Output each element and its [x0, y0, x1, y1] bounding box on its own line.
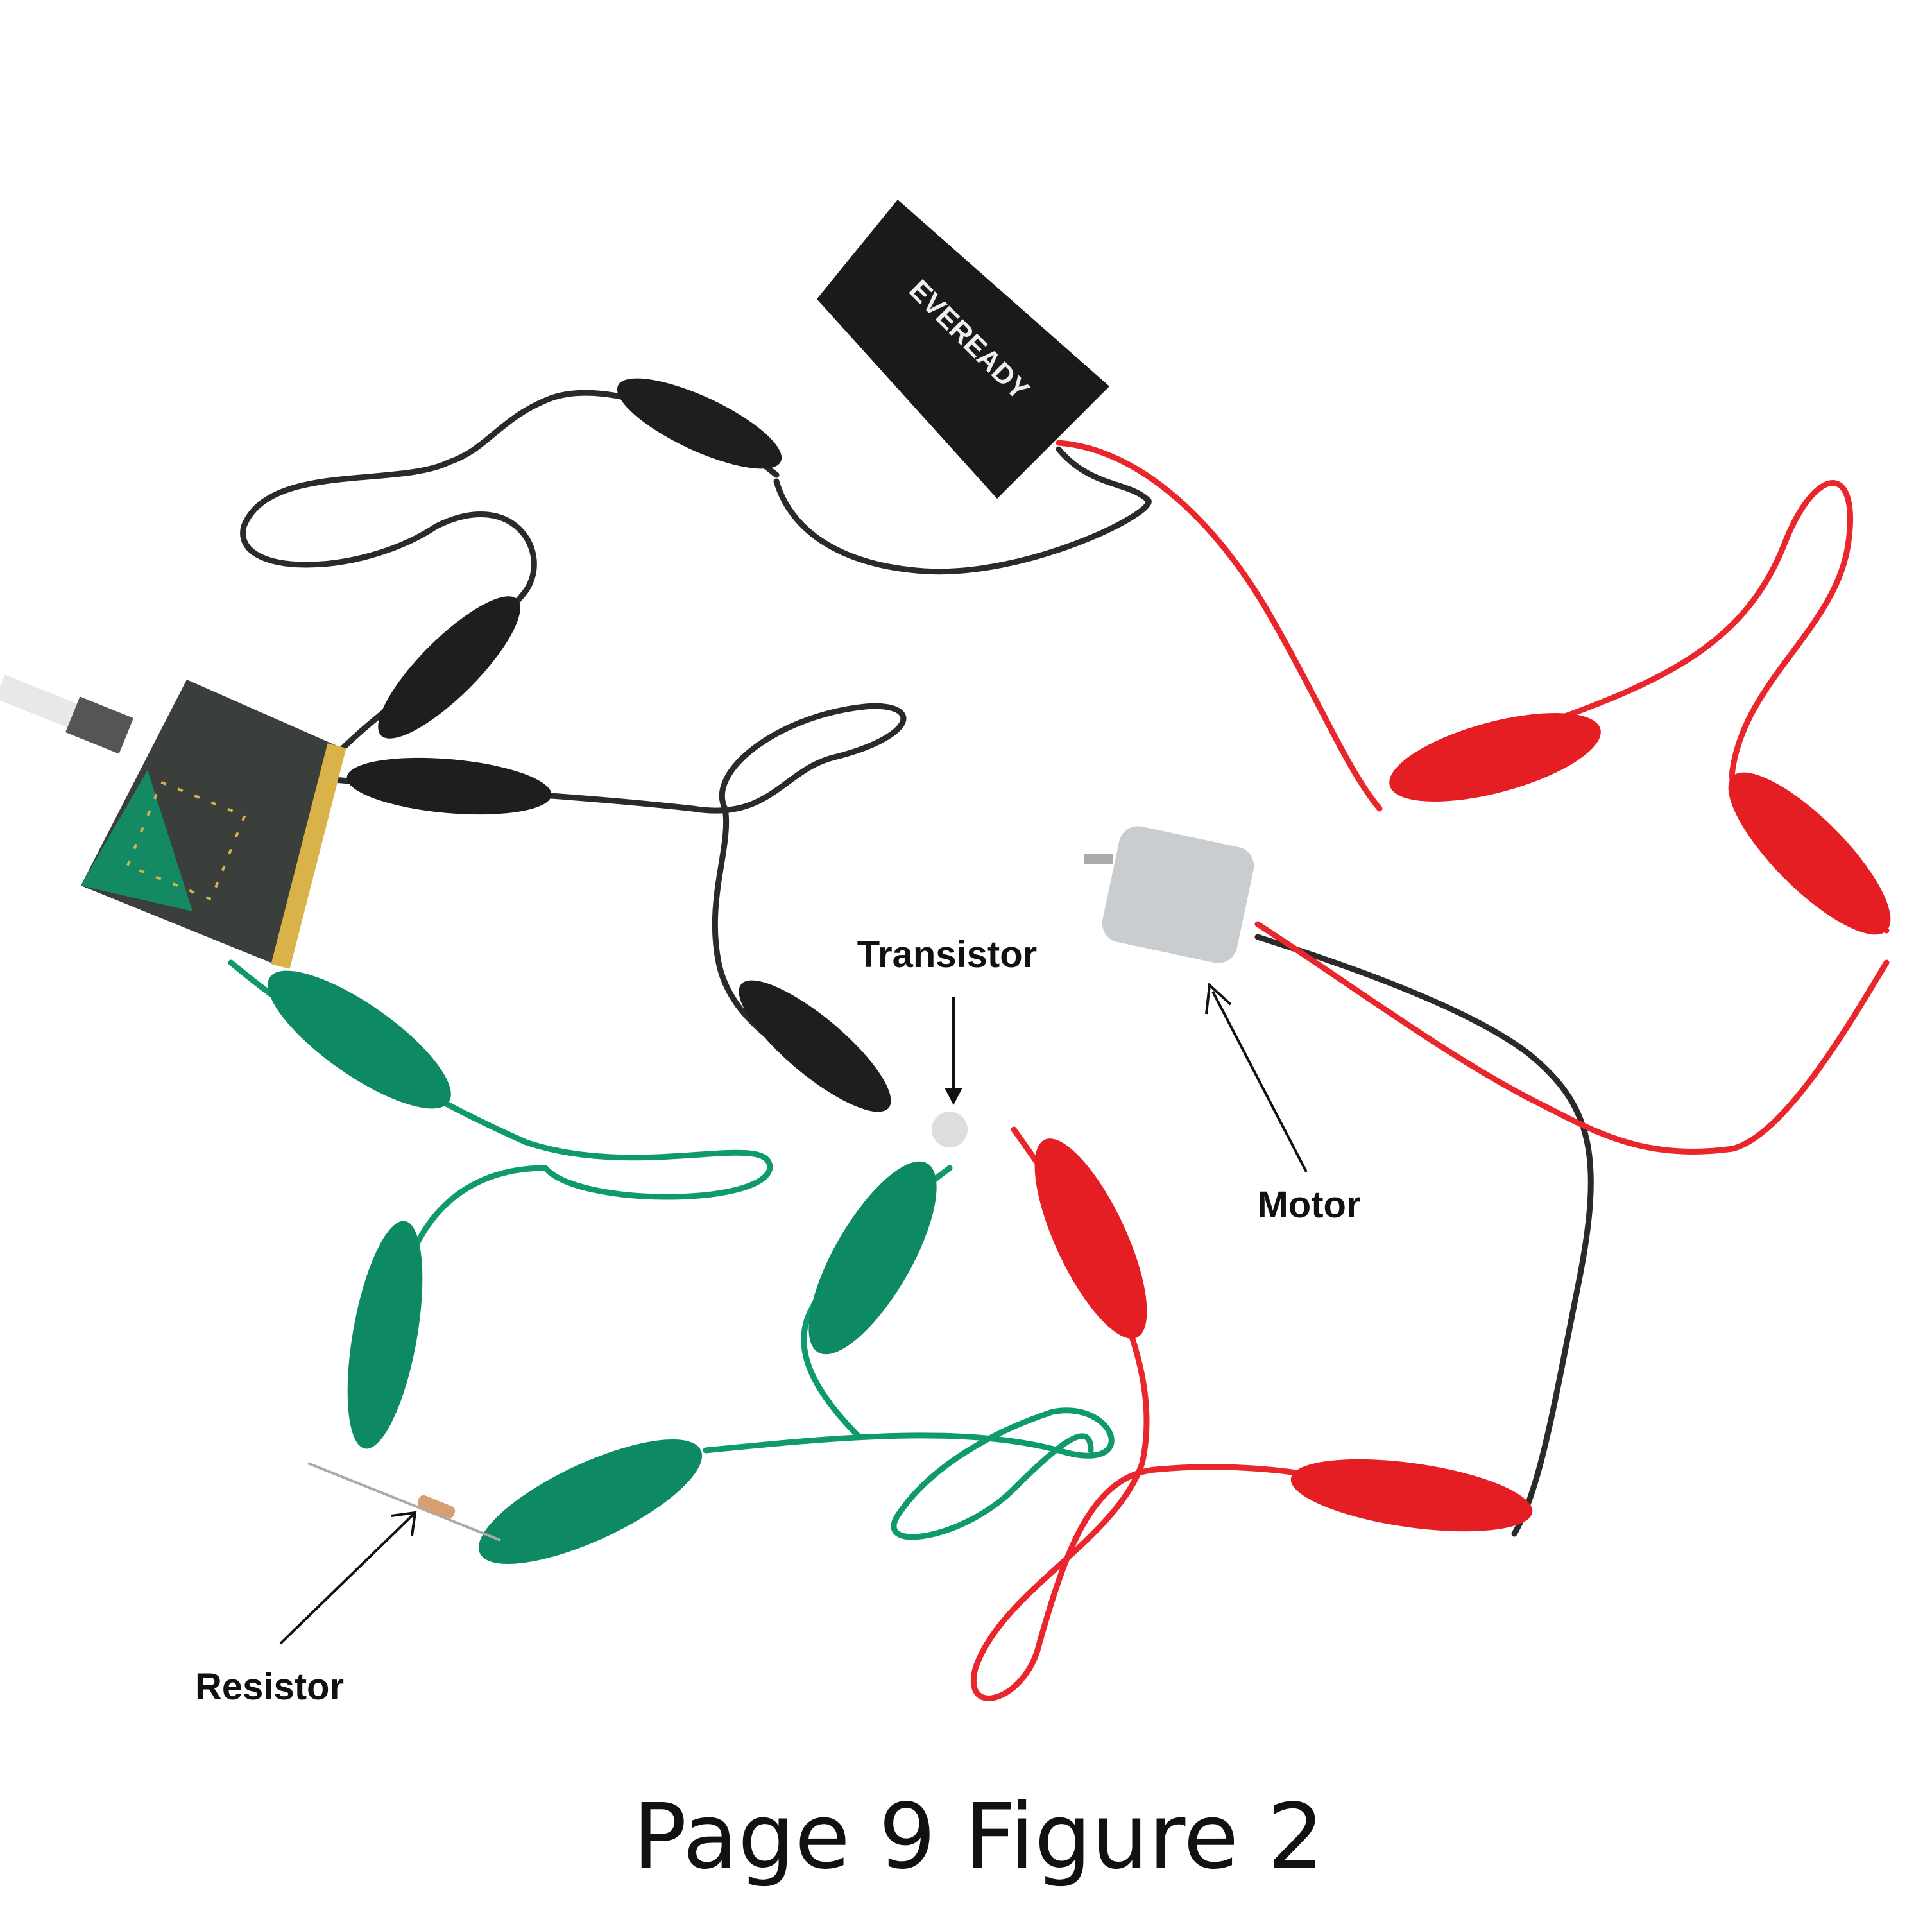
figure-caption: Page 9 Figure 2: [633, 1785, 1324, 1889]
microbit-board: [81, 680, 346, 969]
red-wires: [971, 440, 1891, 1701]
resistor-arrow: [279, 1513, 415, 1645]
annotation-arrows: [279, 982, 1308, 1645]
transistor-label: Transistor: [857, 934, 1037, 975]
motor: [1084, 826, 1254, 963]
resistor-component: [307, 1462, 501, 1542]
green-wires: [228, 959, 1115, 1564]
black-wires: [240, 378, 1594, 1537]
resistor-label: Resistor: [195, 1666, 344, 1708]
usb-cable: [0, 674, 133, 754]
transistor-component: [932, 1112, 968, 1147]
battery-pack: EVEREADY: [817, 200, 1109, 499]
motor-label: Motor: [1257, 1184, 1360, 1226]
motor-arrow: [1211, 991, 1308, 1172]
